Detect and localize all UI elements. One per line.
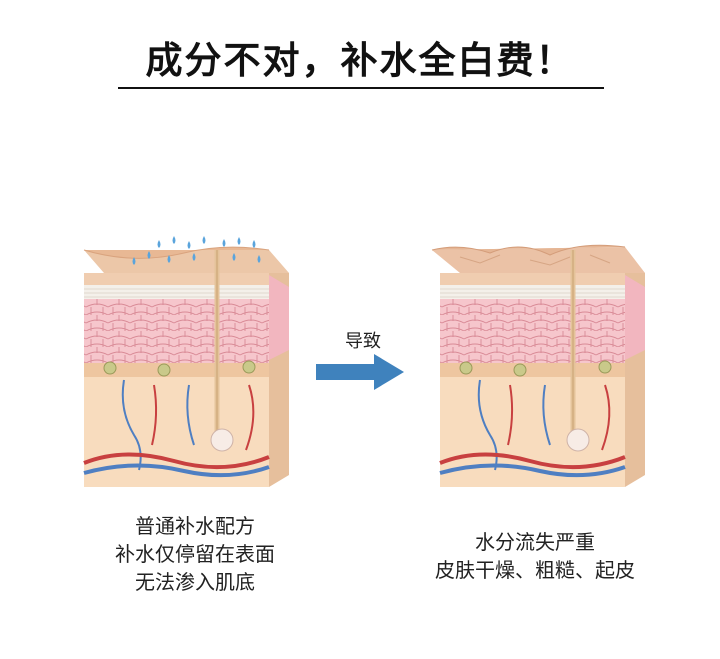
skin-diagram-right — [431, 244, 645, 487]
right-arrow-icon — [316, 354, 404, 390]
arrow-label: 导致 — [345, 331, 381, 352]
right-caption: 水分流失严重 皮肤干燥、粗糙、起皮 — [400, 528, 670, 584]
page-title: 成分不对，补水全白费！ — [145, 39, 575, 82]
left-caption: 普通补水配方 补水仅停留在表面 无法渗入肌底 — [60, 512, 330, 596]
title-underline — [118, 87, 604, 89]
left-caption-line: 无法渗入肌底 — [135, 570, 255, 594]
left-caption-line: 普通补水配方 — [135, 514, 255, 538]
left-caption-line: 补水仅停留在表面 — [115, 542, 275, 566]
right-caption-line: 水分流失严重 — [475, 530, 595, 554]
skin-diagram-left — [83, 236, 289, 487]
right-caption-line: 皮肤干燥、粗糙、起皮 — [435, 558, 635, 582]
